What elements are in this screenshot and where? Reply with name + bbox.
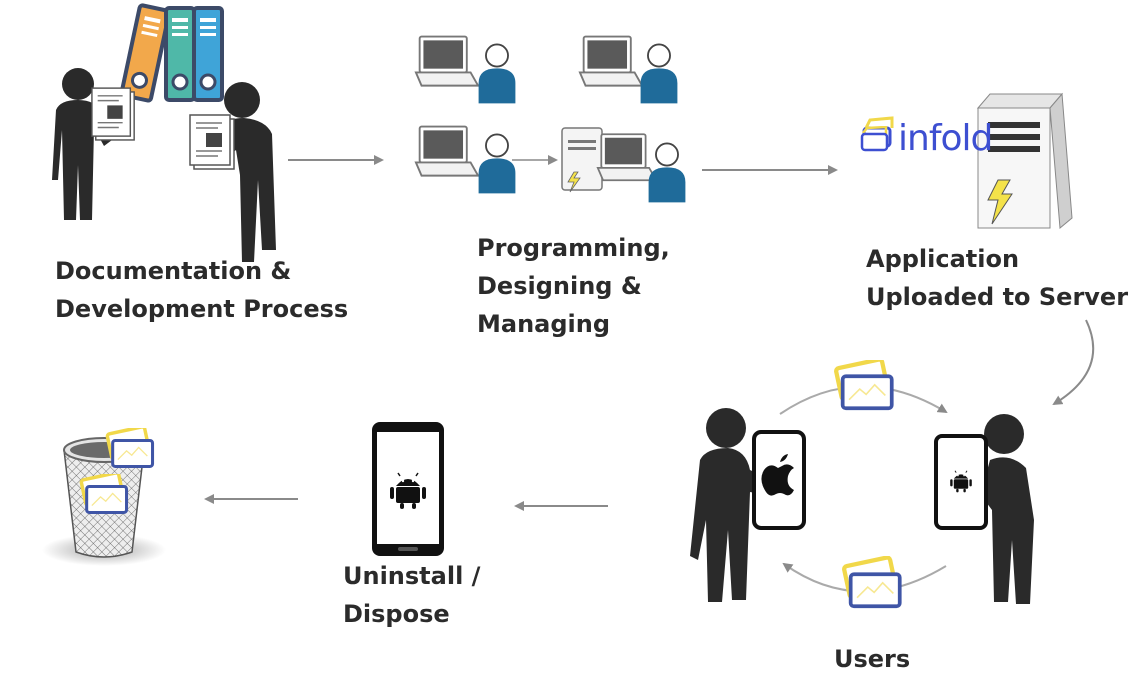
arrow-icon bbox=[1052, 319, 1095, 406]
trash-bin-icon bbox=[42, 428, 166, 566]
stage-label-server: Application Uploaded to Server bbox=[866, 240, 1128, 316]
app-card-icon bbox=[844, 557, 900, 606]
infold-logo: infold bbox=[860, 118, 993, 159]
person-icon bbox=[216, 82, 276, 262]
label-line: Documentation & bbox=[55, 257, 292, 285]
app-card-icon bbox=[836, 359, 892, 408]
app-card-icon bbox=[860, 125, 889, 151]
lightning-icon bbox=[987, 179, 1013, 225]
laptop-icon bbox=[578, 35, 644, 87]
laptop-icon bbox=[414, 125, 480, 177]
label-line: Programming, bbox=[477, 234, 670, 262]
lightning-icon bbox=[567, 171, 581, 193]
label-line: Users bbox=[834, 645, 911, 673]
stage-label-users: Users bbox=[834, 640, 910, 678]
label-line: Managing bbox=[477, 310, 611, 338]
smartphone-icon bbox=[934, 434, 988, 530]
apple-logo-icon bbox=[761, 454, 794, 496]
laptop-icon bbox=[414, 35, 480, 87]
binders-icon bbox=[119, 3, 224, 103]
stage-label-programming: Programming, Designing & Managing bbox=[477, 229, 670, 343]
label-line: Uninstall / bbox=[343, 562, 481, 590]
person-icon bbox=[639, 43, 679, 105]
brand-name: infold bbox=[898, 118, 993, 159]
document-icon bbox=[91, 87, 135, 141]
laptop-icon bbox=[596, 133, 658, 182]
person-icon bbox=[980, 414, 1034, 604]
person-icon bbox=[647, 142, 687, 204]
smartphone-icon bbox=[752, 430, 806, 530]
label-line: Development Process bbox=[55, 295, 349, 323]
label-line: Uploaded to Server bbox=[866, 283, 1129, 311]
app-card-icon bbox=[79, 474, 129, 515]
server-icon bbox=[561, 127, 603, 193]
person-icon bbox=[477, 133, 517, 195]
smartphone-icon bbox=[372, 422, 444, 556]
person-icon bbox=[477, 43, 517, 105]
label-line: Designing & bbox=[477, 272, 642, 300]
server-illustration bbox=[862, 92, 1073, 229]
app-card-icon bbox=[105, 428, 155, 469]
label-line: Application bbox=[866, 245, 1020, 273]
uninstall-illustration bbox=[372, 422, 444, 556]
programming-illustration bbox=[414, 35, 687, 204]
documentation-illustration bbox=[52, 3, 276, 262]
stage-label-documentation: Documentation & Development Process bbox=[55, 252, 348, 328]
users-illustration bbox=[690, 359, 1034, 606]
server-icon bbox=[976, 92, 1073, 229]
stage-label-uninstall: Uninstall / Dispose bbox=[343, 557, 480, 633]
document-icon bbox=[189, 114, 235, 170]
label-line: Dispose bbox=[343, 600, 450, 628]
